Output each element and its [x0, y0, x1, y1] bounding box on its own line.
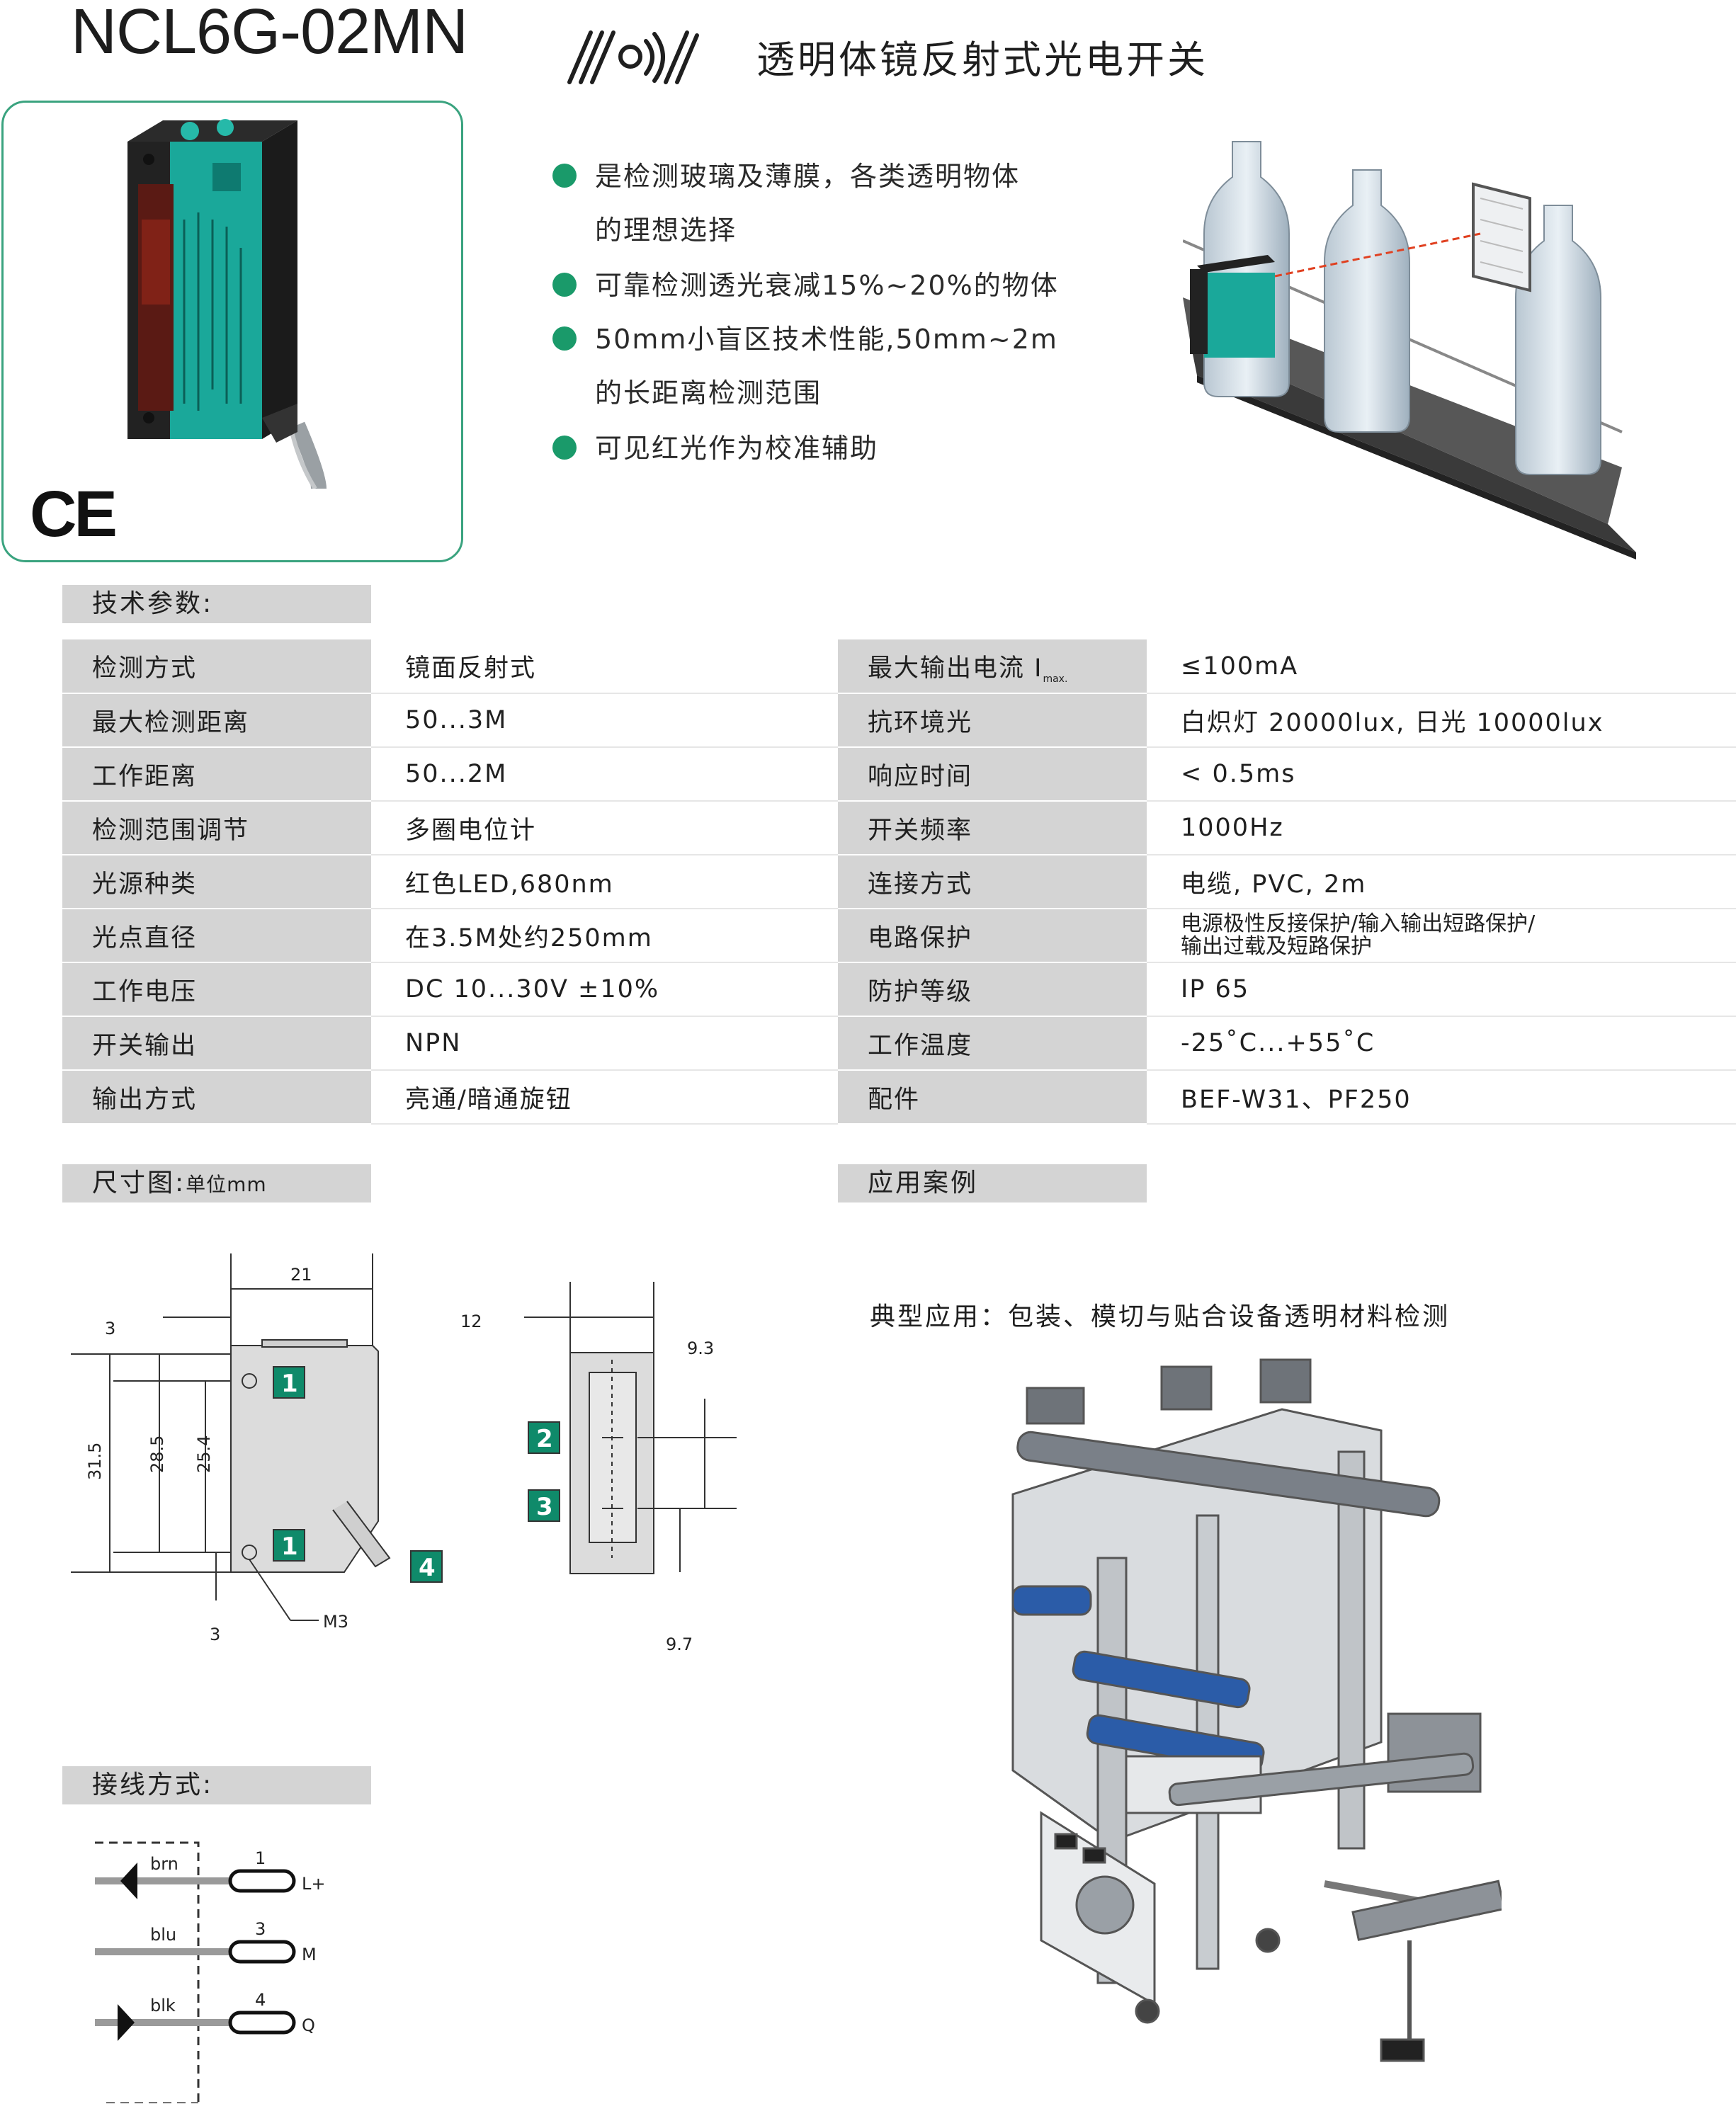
application-section-title: 应用案例 — [838, 1164, 1147, 1202]
dim-label-9-3: 9.3 — [687, 1338, 714, 1358]
wire-pin-4: 4 — [255, 1990, 266, 2010]
application-description: 典型应用：包装、模切与贴合设备透明材料检测 — [870, 1302, 1451, 1331]
wire-pin-3: 3 — [255, 1919, 266, 1939]
dim-label-9-7: 9.7 — [666, 1634, 693, 1654]
wire-color-blu: blu — [150, 1925, 176, 1945]
dim-label-28-5: 28.5 — [147, 1435, 167, 1473]
ce-mark: CE — [30, 478, 118, 550]
pin-tag-2: 2 — [536, 1425, 553, 1453]
dim-label-m3: M3 — [323, 1612, 348, 1632]
wiring-section-title: 接线方式: — [62, 1766, 371, 1804]
wire-color-blk: blk — [150, 1996, 176, 2015]
table-row: 连接方式电缆, PVC, 2m — [838, 855, 1736, 909]
spec-section-title: 技术参数: — [62, 585, 371, 623]
product-name: 透明体镜反射式光电开关 — [756, 38, 1208, 82]
pin-tag-1-top: 1 — [281, 1370, 298, 1398]
wire-signal-q: Q — [302, 2015, 315, 2035]
feature-item-4: 可见红光作为校准辅助 — [552, 426, 878, 465]
dimension-section-title: 尺寸图:单位mm — [62, 1164, 371, 1202]
pin-tag-3: 3 — [536, 1493, 553, 1521]
table-row: 光点直径在3.5M处约250mm — [62, 909, 839, 963]
bullet-dot — [552, 163, 577, 188]
wire-signal-lplus: L+ — [302, 1874, 325, 1894]
table-row: 最大输出电流 Imax.≤100mA — [838, 639, 1736, 694]
feature-item-2: 可靠检测透光衰减15%~20%的物体 — [552, 263, 1059, 302]
dim-label-31-5: 31.5 — [85, 1443, 105, 1480]
bullet-dot — [552, 326, 577, 351]
wire-signal-m: M — [302, 1945, 317, 1964]
model-title: NCL6G-02MN — [71, 0, 468, 67]
dim-label-3-top: 3 — [105, 1319, 115, 1338]
laminating-machine-image — [1011, 1358, 1502, 2062]
sensor-product-image — [127, 119, 327, 489]
pin-tag-4: 4 — [419, 1554, 436, 1582]
dim-label-25-4: 25.4 — [194, 1435, 214, 1473]
dim-label-3-bottom: 3 — [210, 1625, 220, 1644]
table-row: 响应时间< 0.5ms — [838, 747, 1736, 802]
dim-label-21: 21 — [290, 1265, 312, 1285]
spec-table-right: 最大输出电流 Imax.≤100mA 抗环境光白炽灯 20000lux, 日光 … — [838, 639, 1736, 1125]
pin-tag-1-bottom: 1 — [281, 1532, 298, 1561]
feature-item-3: 50mm小盲区技术性能,50mm~2m — [552, 317, 1058, 356]
dim-label-12: 12 — [460, 1312, 482, 1331]
table-row: 光源种类红色LED,680nm — [62, 855, 839, 909]
feature-item-1: 是检测玻璃及薄膜，各类透明物体 — [552, 154, 1020, 193]
table-row: 检测方式镜面反射式 — [62, 639, 839, 694]
diode-arrow-icon — [120, 1863, 137, 1899]
feature-item-3-cont: 的长距离检测范围 — [595, 377, 822, 409]
reflection-waves-icon — [567, 30, 699, 84]
bullet-dot — [552, 272, 577, 297]
table-row: 检测范围调节多圈电位计 — [62, 801, 839, 855]
bullet-dot — [552, 435, 577, 460]
wire-pin-1: 1 — [255, 1848, 266, 1868]
feature-item-1-cont: 的理想选择 — [595, 215, 737, 246]
dimension-drawing: 21 3 31.5 28.5 25.4 3 M3 12 9.3 9.7 1 1 … — [71, 1253, 737, 1654]
wiring-diagram: brn 1 L+ blu 3 M blk 4 Q — [95, 1841, 325, 2103]
table-row: 抗环境光白炽灯 20000lux, 日光 10000lux — [838, 693, 1736, 748]
bottle-detection-illustration — [1183, 141, 1636, 559]
table-row: 工作温度-25˚C...+55˚C — [838, 1016, 1736, 1071]
table-row: 输出方式亮通/暗通旋钮 — [62, 1070, 839, 1125]
diode-arrow-icon — [118, 2004, 135, 2041]
wire-color-brn: brn — [150, 1854, 178, 1874]
table-row: 电路保护电源极性反接保护/输入输出短路保护/输出过载及短路保护 — [838, 909, 1736, 963]
